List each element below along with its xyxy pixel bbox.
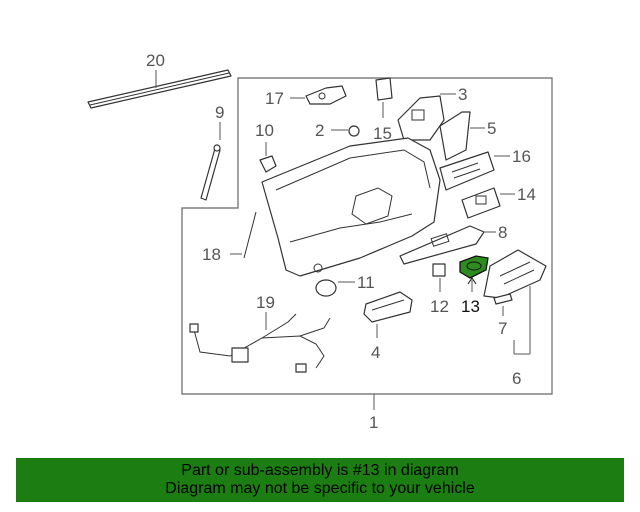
callout-17: 17 (265, 89, 284, 108)
callout-12: 12 (430, 297, 449, 316)
part-8-armrest (399, 225, 485, 265)
callout-9: 9 (215, 103, 224, 122)
part-5-trim (439, 111, 471, 161)
part-18-pin (243, 211, 257, 259)
part-12-clip (432, 263, 446, 277)
part-10-clip (259, 155, 277, 173)
callout-18: 18 (202, 245, 221, 264)
part-6-pull-cup (483, 249, 547, 299)
callout-7: 7 (498, 319, 507, 338)
banner-line-2: Diagram may not be specific to your vehi… (165, 480, 475, 497)
callout-1: 1 (369, 413, 378, 432)
part-14-switch (461, 187, 501, 219)
part-11-grille (315, 279, 337, 297)
part-3-bezel (397, 95, 445, 141)
callout-11: 11 (357, 273, 375, 292)
callout-5: 5 (487, 119, 496, 138)
callout-8: 8 (498, 223, 507, 242)
callout-20: 20 (146, 51, 165, 70)
part-9-rod (200, 144, 221, 201)
part-15-insert (375, 77, 393, 101)
part-4-pocket (363, 291, 413, 323)
callout-14: 14 (517, 185, 536, 204)
assembly-frame (181, 77, 553, 395)
callout-19: 19 (256, 293, 275, 312)
callout-13: 13 (461, 297, 480, 316)
part-19-harness (189, 313, 331, 373)
banner-line-1: Part or sub-assembly is #13 in diagram (181, 462, 459, 479)
part-2-nut (348, 125, 360, 137)
callout-6: 6 (512, 369, 521, 388)
part-7-screw (493, 293, 513, 305)
parts-diagram: 20 9 10 17 2 15 3 5 (87, 51, 553, 432)
info-banner: Part or sub-assembly is #13 in diagram D… (16, 458, 624, 502)
part-1-door-panel (261, 137, 441, 277)
callout-16: 16 (512, 147, 531, 166)
callout-3: 3 (458, 85, 467, 104)
part-13-highlighted (459, 255, 489, 279)
callout-10: 10 (255, 121, 274, 140)
part-20-weatherstrip (87, 69, 232, 109)
callout-4: 4 (371, 343, 380, 362)
callout-2: 2 (315, 121, 324, 140)
part-16-switch-panel (439, 151, 495, 191)
part-17-bracket (305, 85, 347, 105)
callout-15: 15 (373, 124, 392, 143)
